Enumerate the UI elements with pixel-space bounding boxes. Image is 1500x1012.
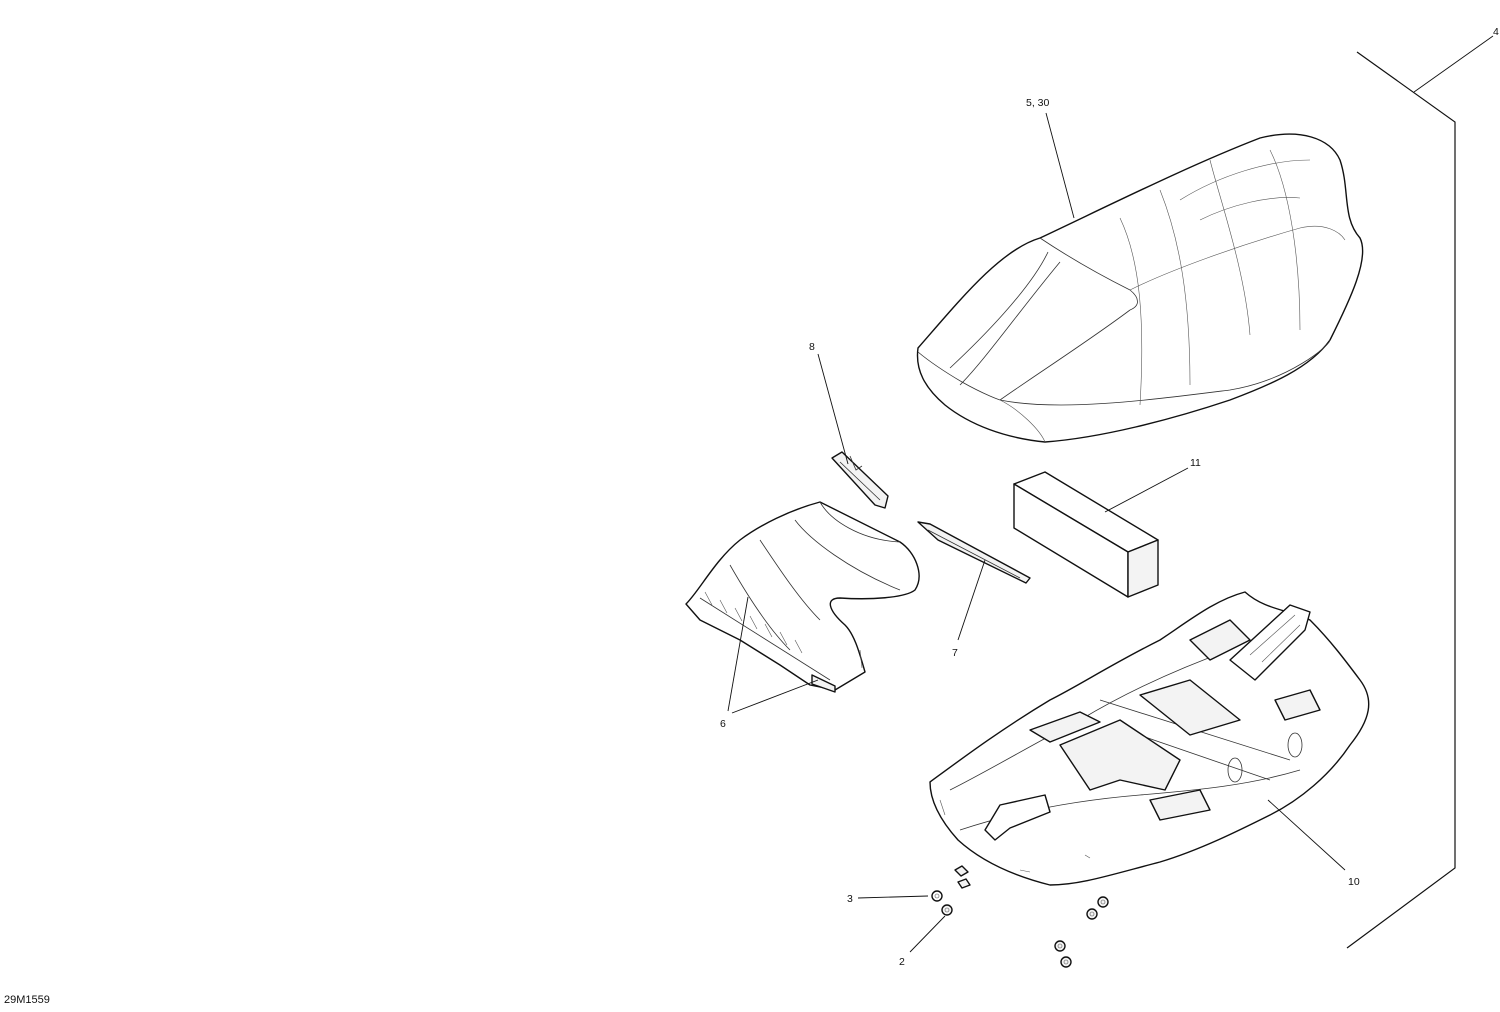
clip-pieces bbox=[954, 865, 971, 889]
foam-block bbox=[1013, 471, 1159, 598]
leader-washer bbox=[857, 895, 929, 899]
leader-seat-cover bbox=[1045, 112, 1075, 219]
leader-front-piece-a bbox=[727, 596, 749, 712]
drawing-id: 29M1559 bbox=[4, 994, 50, 1006]
strip bbox=[917, 521, 1031, 584]
callout-assembly: 4 bbox=[1493, 26, 1499, 38]
leader-foam-block bbox=[1104, 467, 1189, 513]
leader-bracket bbox=[817, 353, 849, 465]
leader-seat-base bbox=[1267, 799, 1346, 871]
callout-seat-base: 10 bbox=[1348, 876, 1360, 888]
callout-foam-block: 11 bbox=[1190, 457, 1201, 469]
fastener bbox=[941, 904, 953, 916]
seat-cover bbox=[916, 133, 1364, 443]
washer bbox=[931, 890, 943, 902]
callout-strip: 7 bbox=[952, 647, 958, 659]
callout-fastener: 2 bbox=[899, 956, 905, 968]
callout-washer: 3 bbox=[847, 893, 853, 905]
callout-seat-cover: 5, 30 bbox=[1026, 97, 1050, 109]
leader-strip bbox=[957, 559, 986, 641]
callout-bracket: 8 bbox=[809, 341, 815, 353]
front-piece bbox=[685, 501, 920, 693]
seat-base bbox=[929, 591, 1370, 886]
bracket bbox=[831, 451, 889, 509]
assembly-frame bbox=[1346, 51, 1456, 949]
fasteners-right bbox=[1054, 896, 1109, 968]
leader-front-piece-b bbox=[731, 679, 819, 714]
callout-front-piece: 6 bbox=[720, 718, 726, 730]
leader-assembly bbox=[1413, 35, 1494, 93]
leader-fastener bbox=[909, 915, 946, 953]
